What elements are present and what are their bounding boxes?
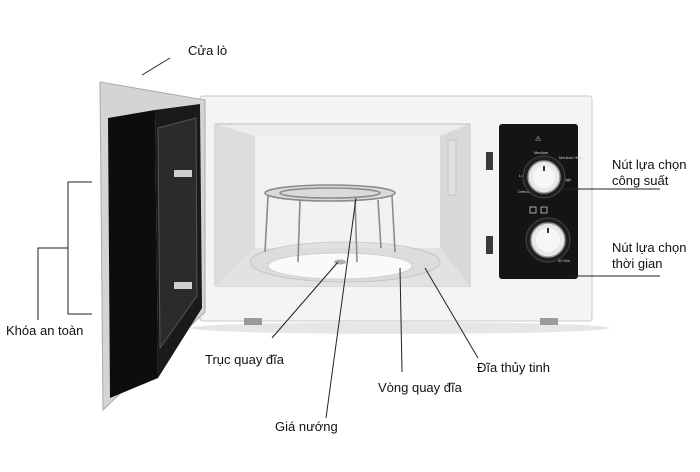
oven-door[interactable] <box>99 81 206 412</box>
turntable-ring-leader <box>399 267 403 373</box>
safety-lock-hook-bottom <box>174 282 192 289</box>
power-level-label: Defrost <box>518 189 532 194</box>
safety-lock-leader <box>37 247 68 320</box>
rack-leg <box>264 195 269 253</box>
leader-lines <box>37 57 660 419</box>
timer-scale-label: 30 Min <box>558 258 570 263</box>
label-door: Cửa lò <box>188 43 228 58</box>
safety-lock-bracket <box>67 181 92 315</box>
control-panel: ⚠ Low Medium Medium High High Defrost 30… <box>499 124 583 279</box>
rack-inner-ring <box>279 187 381 199</box>
foot-right <box>540 318 558 325</box>
turntable-ring <box>267 252 413 280</box>
safety-lock-hook-top <box>174 170 192 177</box>
timer-knob-cap <box>536 228 560 252</box>
cavity-left-wall <box>215 124 255 286</box>
rack-leg <box>377 199 382 249</box>
wave-guide-cover <box>447 139 457 196</box>
panel-top-mark: ⚠ <box>535 135 542 143</box>
power-level-label: Medium High <box>559 155 583 160</box>
label-grill-rack: Giá nướng <box>275 419 338 434</box>
turntable-shaft <box>334 259 346 265</box>
label-power-knob: Nút lựa chọn công suất <box>612 157 687 188</box>
rack-leg <box>297 199 301 263</box>
latch-slot-bottom <box>486 236 493 254</box>
label-timer-knob: Nút lựa chọn thời gian <box>612 240 687 271</box>
power-level-label: High <box>563 177 571 182</box>
glass-plate-leader <box>424 267 479 359</box>
rack-leg <box>354 199 358 263</box>
timer-knob[interactable] <box>525 217 571 263</box>
power-knob[interactable] <box>522 155 566 199</box>
label-turntable-shaft: Trục quay đĩa <box>205 352 285 367</box>
floor-shadow <box>190 322 610 334</box>
door-leader <box>141 57 171 76</box>
grill-rack-leader <box>325 197 357 419</box>
defrost-icon <box>529 206 537 214</box>
cook-icon <box>540 206 548 214</box>
door-window-seal <box>108 110 158 398</box>
rack-leg <box>391 195 396 253</box>
foot-left <box>244 318 262 325</box>
latch-slot-top <box>486 152 493 170</box>
label-safety-lock: Khóa an toàn <box>6 323 84 338</box>
label-glass-plate: Đĩa thủy tinh <box>477 360 550 375</box>
power-level-label: Medium <box>534 150 549 155</box>
power-knob-cap <box>533 166 555 188</box>
label-turntable-ring: Vòng quay đĩa <box>378 380 462 395</box>
grill-rack <box>264 184 396 263</box>
turntable-shaft-leader <box>271 261 339 339</box>
